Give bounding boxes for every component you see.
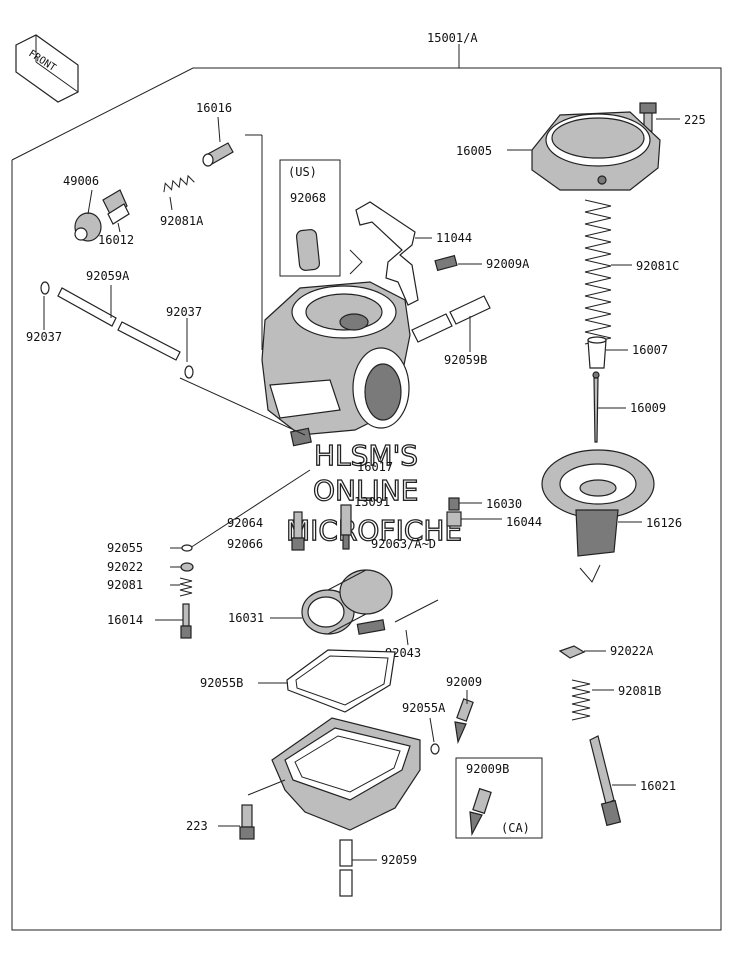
watermark-line-3: MICROFICHE: [286, 514, 462, 547]
inset-ca-title: (CA): [501, 821, 530, 835]
label-92059: 92059: [381, 853, 417, 867]
label-92037-right: 92037: [166, 305, 202, 319]
label-49006: 49006: [63, 174, 99, 188]
part-92059-tube: [339, 839, 377, 897]
part-16044: [446, 511, 502, 527]
label-92066: 92066: [227, 537, 263, 551]
part-16031-insulator: [270, 569, 393, 635]
carburetor-body: [245, 134, 411, 447]
label-16007: 16007: [632, 343, 668, 357]
inset-us-title: (US): [288, 165, 317, 179]
label-16017: 16017: [357, 460, 393, 474]
part-92009-screw: [454, 690, 474, 745]
label-16005: 16005: [456, 144, 492, 158]
label-223: 223: [186, 819, 208, 833]
label-16016: 16016: [196, 101, 232, 115]
label-92009A: 92009A: [486, 257, 530, 271]
label-16030: 16030: [486, 497, 522, 511]
part-92009A-screw: [434, 254, 482, 272]
watermark-line-2: ONLINE: [313, 474, 418, 507]
part-92037-clamp-right: [184, 318, 194, 379]
inset-us-part: 92068: [290, 191, 326, 205]
label-92081C: 92081C: [636, 259, 679, 273]
part-223-screw: [218, 804, 255, 840]
label-92055B: 92055B: [200, 676, 243, 690]
label-92059A: 92059A: [86, 269, 130, 283]
part-92022-washer: [170, 562, 194, 572]
part-92081C-spring: [584, 199, 632, 345]
inset-ca-part: 92009B: [466, 762, 509, 776]
part-92037-clamp-left: [40, 281, 50, 330]
label-92055A: 92055A: [402, 701, 446, 715]
label-225: 225: [684, 113, 706, 127]
label-92081: 92081: [107, 578, 143, 592]
label-92022: 92022: [107, 560, 143, 574]
part-92059A-tube: [57, 285, 181, 361]
assembly-frame: [11, 44, 722, 931]
label-92022A: 92022A: [610, 644, 654, 658]
label-92081A: 92081A: [160, 214, 204, 228]
label-92037-left: 92037: [26, 330, 62, 344]
label-92055: 92055: [107, 541, 143, 555]
front-arrow-icon: FRONT: [15, 34, 79, 103]
part-92055B-gasket: [258, 649, 396, 713]
part-11044-bracket: [355, 201, 432, 306]
part-92022A-washer: [558, 645, 606, 659]
label-92081B: 92081B: [618, 684, 661, 698]
label-11044: 11044: [436, 231, 472, 245]
watermark: HLSM'S ONLINE MICROFICHE: [285, 438, 462, 547]
inset-us: [279, 159, 341, 277]
part-49006: [74, 189, 102, 242]
label-16044: 16044: [506, 515, 542, 529]
part-92081-spring: [170, 577, 193, 597]
label-92064: 92064: [227, 516, 263, 530]
label-16126: 16126: [646, 516, 682, 530]
part-16030: [448, 497, 482, 511]
part-16012: [102, 189, 130, 233]
label-16014: 16014: [107, 613, 143, 627]
label-16009: 16009: [630, 401, 666, 415]
label-13091: 13091: [354, 495, 390, 509]
part-92081B-spring: [571, 679, 614, 721]
part-92081A-spring: [163, 174, 195, 211]
inset-ca: [455, 757, 543, 839]
part-92059B-tube: [411, 295, 491, 352]
assembly-number: 15001/A: [427, 31, 478, 45]
part-16016-plunger: [202, 116, 234, 167]
watermark-line-1: HLSM'S: [314, 439, 418, 472]
label-92009: 92009: [446, 675, 482, 689]
label-16012: 16012: [98, 233, 134, 247]
part-92043-pin: [394, 599, 439, 646]
part-92063-jet: [340, 504, 352, 550]
part-92055A-oring: [429, 717, 440, 755]
part-16021-screw: [589, 735, 636, 827]
part-92055-oring: [170, 544, 193, 552]
part-16005-top-cover: [507, 111, 661, 191]
part-16014-screw: [155, 603, 192, 639]
part-float-bowl: [247, 717, 421, 831]
part-16009-needle: [592, 371, 626, 443]
part-16126-diaphragm: [541, 449, 655, 583]
label-16031: 16031: [228, 611, 264, 625]
label-92063: 92063/A~D: [371, 537, 436, 551]
label-16021: 16021: [640, 779, 676, 793]
part-16007-retainer: [587, 336, 628, 369]
part-92064-jet: [291, 511, 305, 551]
label-92059B: 92059B: [444, 353, 487, 367]
